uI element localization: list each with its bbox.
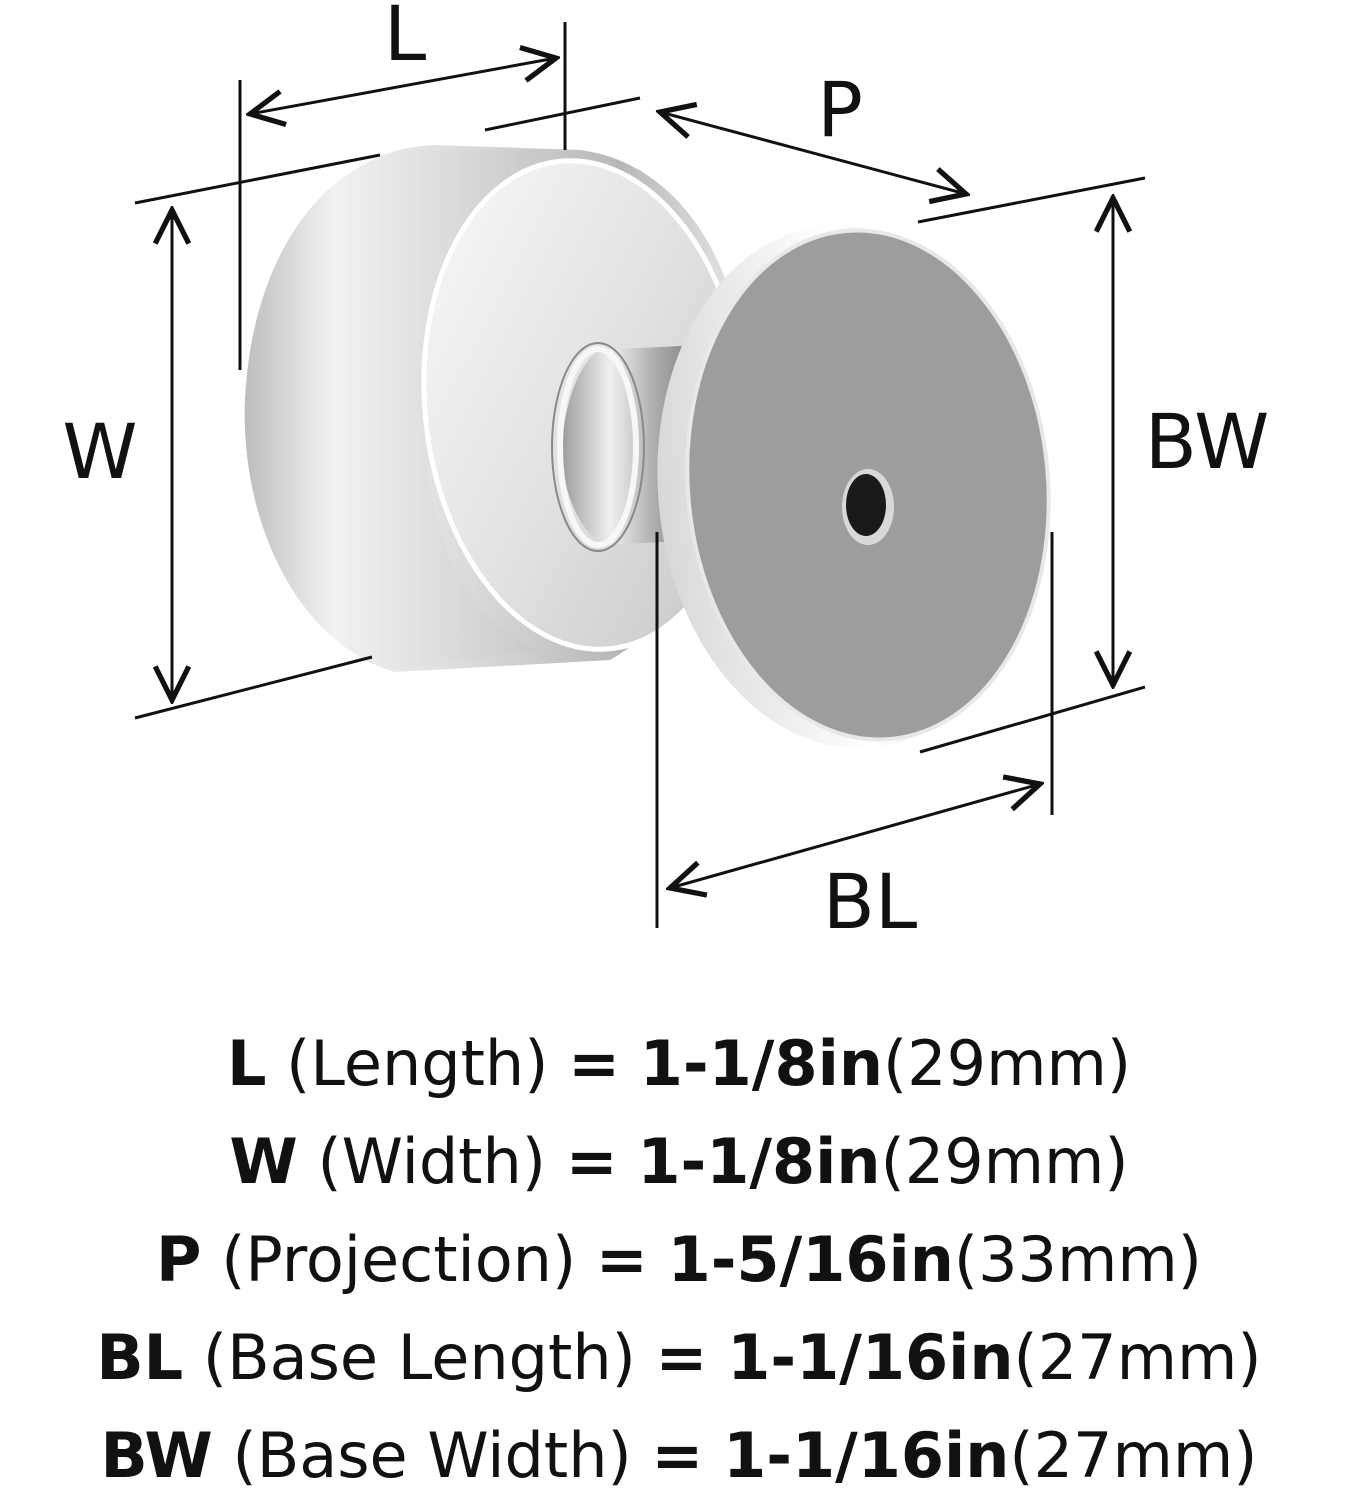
label-base-width: BW <box>1145 397 1270 486</box>
extension-line-p-start <box>484 96 641 132</box>
spec-imperial: 1-1/16in <box>727 1321 1014 1394</box>
spec-metric: (33mm) <box>953 1223 1202 1296</box>
extension-line-w-top <box>134 153 381 205</box>
knob-screw-hole-inner <box>846 474 886 536</box>
spec-equals: = <box>565 1125 618 1198</box>
spec-equals: = <box>651 1419 704 1492</box>
dimension-arrow-bl-icon <box>670 784 1040 888</box>
dimension-spec-list: L (Length) = 1-1/8in(29mm) W (Width) = 1… <box>0 1015 1358 1505</box>
spec-abbr: P <box>156 1223 202 1296</box>
spec-name: (Projection) <box>221 1223 577 1296</box>
spec-row-length: L (Length) = 1-1/8in(29mm) <box>0 1015 1358 1113</box>
label-base-length: BL <box>823 857 917 946</box>
dimension-arrow-l-icon <box>250 58 556 114</box>
spec-abbr: BL <box>96 1321 184 1394</box>
spec-row-base-length: BL (Base Length) = 1-1/16in(27mm) <box>0 1309 1358 1407</box>
spec-row-projection: P (Projection) = 1-5/16in(33mm) <box>0 1211 1358 1309</box>
spec-metric: (27mm) <box>1013 1321 1262 1394</box>
spec-row-base-width: BW (Base Width) = 1-1/16in(27mm) <box>0 1407 1358 1505</box>
spec-equals: = <box>595 1223 648 1296</box>
label-width: W <box>62 407 137 496</box>
spec-imperial: 1-1/16in <box>723 1419 1010 1492</box>
spec-name: (Width) <box>317 1125 546 1198</box>
spec-imperial: 1-1/8in <box>637 1125 881 1198</box>
dimension-arrow-p-icon <box>660 112 966 194</box>
spec-name: (Base Length) <box>202 1321 636 1394</box>
spec-metric: (29mm) <box>880 1125 1129 1198</box>
knob-dimension-diagram: L P W BW BL <box>62 0 1270 946</box>
extension-line-w-bottom <box>134 655 373 720</box>
spec-imperial: 1-5/16in <box>667 1223 954 1296</box>
spec-abbr: W <box>229 1125 298 1198</box>
label-length: L <box>384 0 426 78</box>
extension-line-bw-top <box>917 176 1146 224</box>
extension-line-bw-bottom <box>919 685 1146 754</box>
spec-name: (Base Width) <box>232 1419 632 1492</box>
spec-equals: = <box>655 1321 708 1394</box>
spec-imperial: 1-1/8in <box>639 1027 883 1100</box>
spec-abbr: L <box>226 1027 267 1100</box>
label-projection: P <box>817 65 863 154</box>
spec-metric: (29mm) <box>882 1027 1132 1100</box>
knob-stem-collar-shadow <box>551 342 645 552</box>
spec-name: (Length) <box>286 1027 549 1100</box>
dimension-lines <box>134 22 1146 928</box>
knob-base-face-edge <box>685 228 1051 742</box>
knob-illustration-icon <box>244 145 1051 749</box>
spec-abbr: BW <box>100 1419 213 1492</box>
spec-equals: = <box>568 1027 621 1100</box>
spec-row-width: W (Width) = 1-1/8in(29mm) <box>0 1113 1358 1211</box>
knob-stem-collar <box>557 346 639 548</box>
spec-metric: (27mm) <box>1009 1419 1258 1492</box>
